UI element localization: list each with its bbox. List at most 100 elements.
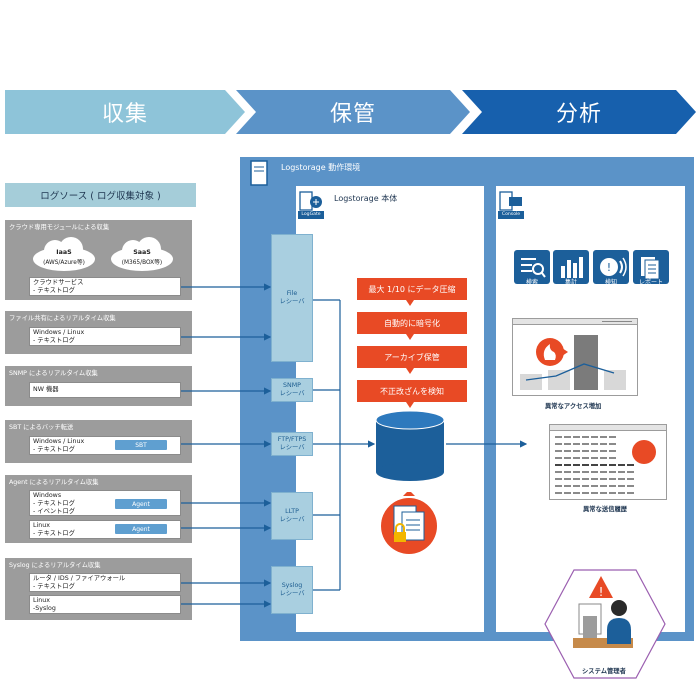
table-cell-mark: [582, 457, 589, 459]
svg-text:!: !: [607, 261, 611, 274]
source-group-snmp: SNMP によるリアルタイム収集 NW 機器: [5, 366, 192, 406]
table-cell-mark: [564, 450, 571, 452]
stage-arrow-shape: [462, 90, 696, 134]
stage-arrow-shape: [5, 90, 245, 134]
admin-label: システム管理者: [582, 668, 626, 675]
table-cell-mark: [573, 457, 580, 459]
table-cell-mark: [564, 457, 571, 459]
cloud-icon: [111, 237, 173, 271]
table-cell-mark: [555, 436, 562, 438]
search-function-icon: [514, 250, 550, 284]
cloud-icon: [33, 237, 95, 271]
source-group-label: ファイル共有によるリアルタイム収集: [9, 315, 116, 322]
table-cell-mark: [555, 485, 562, 487]
loggate-icon-label: LogGate: [298, 211, 324, 219]
cloud-saas-name: SaaS: [133, 249, 151, 256]
table-cell-mark: [591, 485, 598, 487]
table-cell-mark: [600, 436, 607, 438]
table-cell-mark: [573, 485, 580, 487]
detect-function-icon: !: [593, 250, 629, 284]
database-icon: [375, 410, 445, 481]
loggate-icon: LogGate: [298, 190, 324, 220]
table-cell-mark: [609, 485, 616, 487]
feature-pointers: [406, 300, 414, 408]
table-cell-mark: [555, 450, 562, 452]
table-cell-mark: [609, 436, 616, 438]
aggregate-function-icon: [553, 250, 589, 284]
table-cell-mark: [627, 478, 634, 480]
table-cell-mark: [582, 464, 589, 466]
feature-compression: 最大 1/10 にデータ圧縮: [357, 278, 467, 300]
table-cell-mark: [609, 450, 616, 452]
table-cell-mark: [618, 492, 625, 494]
table-cell-mark: [555, 443, 562, 445]
source-group-cloud: クラウド専用モジュールによる収集 IaaS (AWS/Azure等) SaaS …: [5, 220, 192, 300]
table-cell-mark: [555, 457, 562, 459]
table-cell-mark: [618, 478, 625, 480]
table-cell-mark: [591, 457, 598, 459]
source-group-label: SBT によるバッチ転送: [9, 424, 74, 431]
stage-store: 保管: [236, 90, 470, 134]
source-box: Windows / Linux- テキストログ: [29, 327, 181, 346]
server-icon: [250, 160, 268, 186]
table-cell-mark: [609, 443, 616, 445]
stage-collect-label: 収集: [101, 102, 148, 127]
table-cell-mark: [582, 443, 589, 445]
stage-store-label: 保管: [329, 102, 376, 127]
table-cell-mark: [573, 464, 580, 466]
logstorage-title: Logstorage 本体: [334, 194, 398, 203]
table-cell-mark: [564, 471, 571, 473]
report-function-label: レポート: [638, 279, 663, 286]
aggregate-function-label: 集計: [564, 279, 577, 286]
table-cell-mark: [609, 471, 616, 473]
agent-tag: Agent: [115, 499, 167, 509]
feature-tamper-detection: 不正改ざんを検知: [357, 380, 467, 402]
environment-title: Logstorage 動作環境: [281, 163, 361, 172]
table-cell-mark: [582, 492, 589, 494]
table-cell-mark: [573, 443, 580, 445]
table-cell-mark: [564, 492, 571, 494]
source-group-label: Syslog によるリアルタイム収集: [9, 562, 101, 569]
chart-caption: 異常なアクセス増加: [545, 403, 602, 410]
table-cell-mark: [555, 478, 562, 480]
table-cell-mark: [564, 478, 571, 480]
stage-analyze: 分析: [462, 90, 696, 134]
logstorage-panel: [296, 186, 484, 632]
table-cell-mark: [627, 485, 634, 487]
table-cell-mark: [555, 471, 562, 473]
sbt-tag: SBT: [115, 440, 167, 450]
table-cell-mark: [600, 492, 607, 494]
table-cell-mark: [573, 492, 580, 494]
table-caption: 異常な送信履歴: [583, 506, 628, 513]
source-box: クラウドサービス- テキストログ: [29, 277, 181, 296]
encrypted-document-icon: [381, 492, 437, 554]
table-cell-mark: [600, 471, 607, 473]
table-cell-mark: [564, 436, 571, 438]
detect-function-label: 検知: [604, 279, 617, 286]
source-group-label: Agent によるリアルタイム収集: [9, 479, 99, 486]
console-icon-label: Console: [498, 211, 524, 219]
table-cell-mark: [600, 443, 607, 445]
table-cell-mark: [573, 471, 580, 473]
table-cell-mark: [618, 471, 625, 473]
cloud-iaas-name: IaaS: [56, 249, 72, 256]
svg-text:!: !: [599, 585, 604, 599]
console-icon: Console: [498, 190, 524, 220]
stage-arrow-shape: [236, 90, 470, 134]
anomaly-chart-window: [512, 318, 638, 396]
stage-analyze-label: 分析: [555, 102, 602, 127]
table-cell-mark: [609, 464, 616, 466]
agent-tag: Agent: [115, 524, 167, 534]
source-box: ルータ / IDS / ファイアウォール- テキストログ: [29, 573, 181, 592]
table-cell-mark: [609, 492, 616, 494]
table-cell-mark: [582, 471, 589, 473]
feature-archive: アーカイブ保管: [357, 346, 467, 368]
table-cell-mark: [591, 478, 598, 480]
source-group-sbt: SBT によるバッチ転送 Windows / Linux- テキストログ SBT: [5, 420, 192, 463]
source-group-label: クラウド専用モジュールによる収集: [9, 224, 110, 231]
table-cell-mark: [600, 485, 607, 487]
